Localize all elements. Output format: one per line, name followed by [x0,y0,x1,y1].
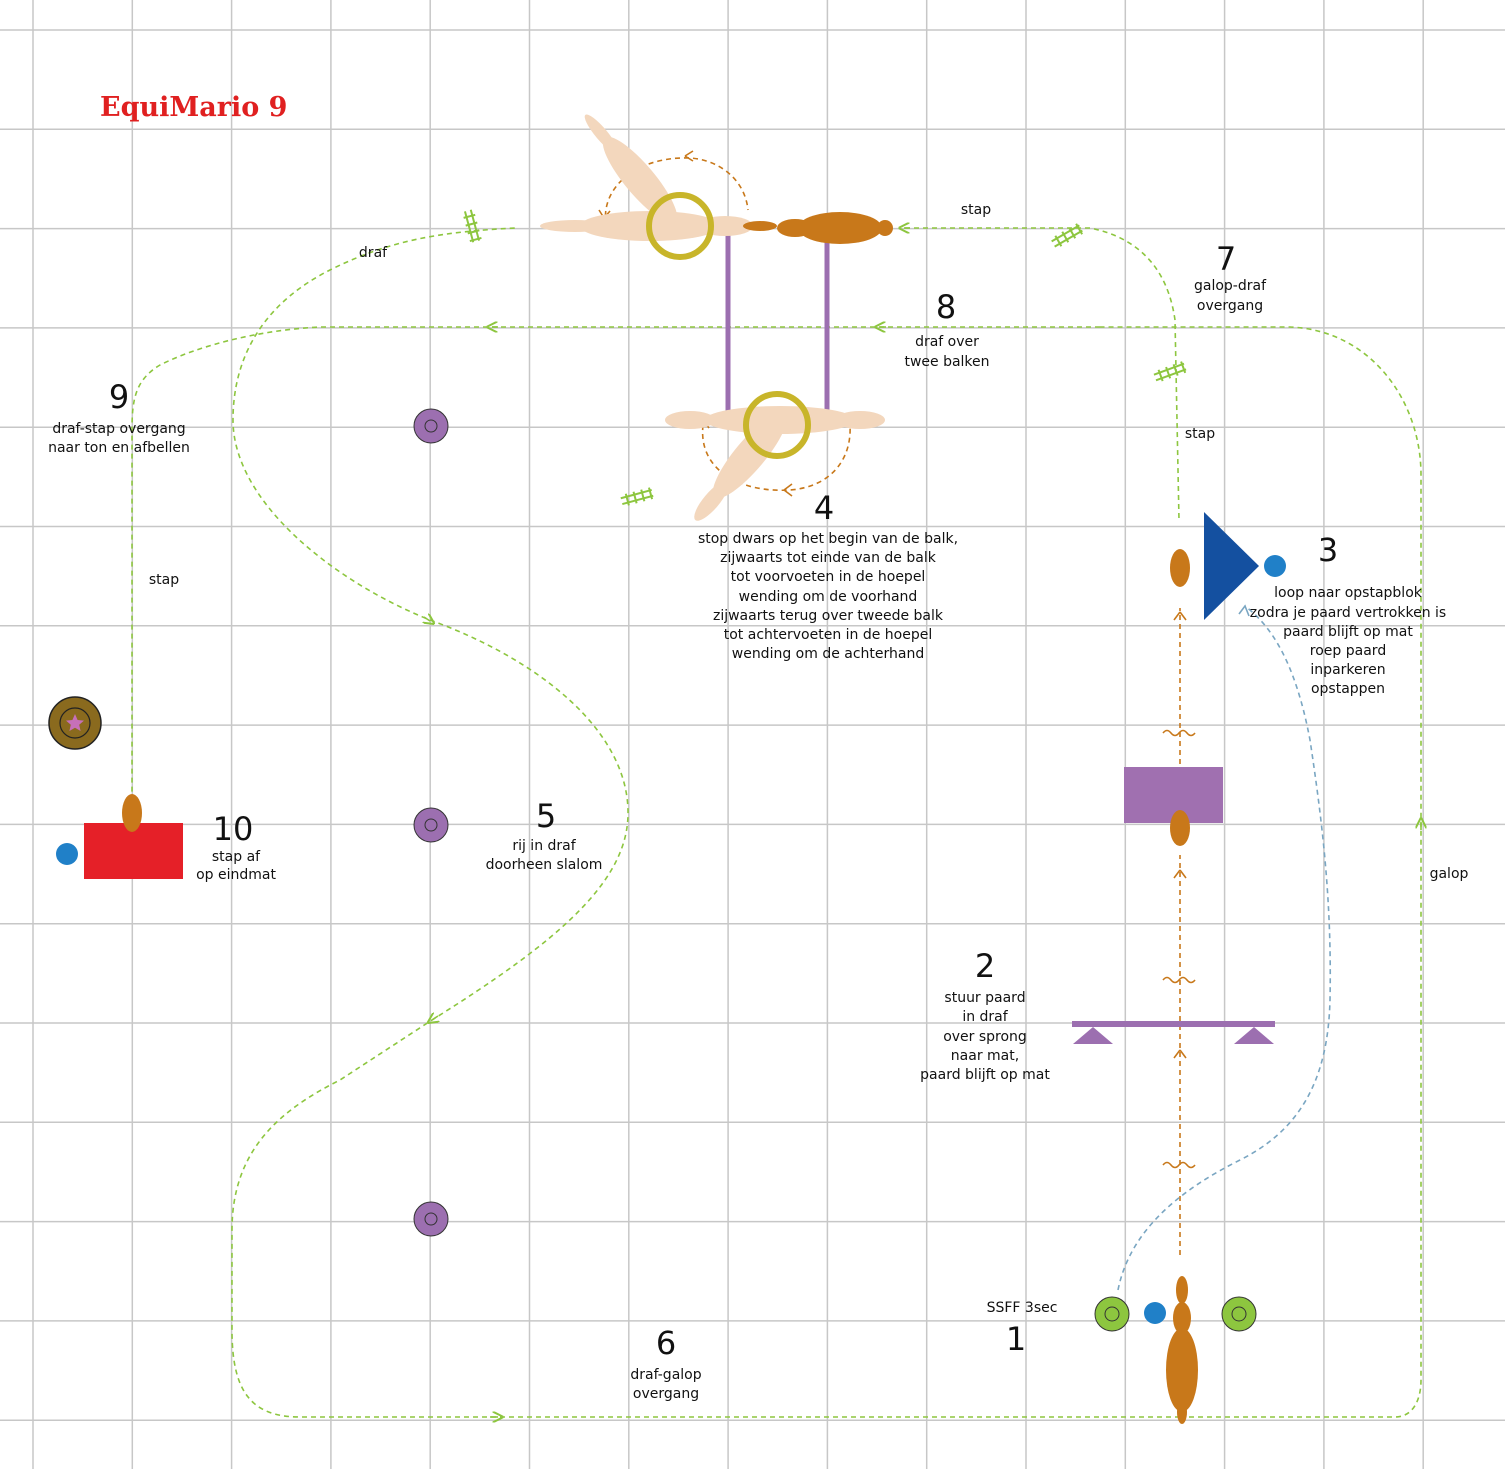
rider-walk-path [1117,605,1332,1291]
svg-text:zijwaarts terug over tweede ba: zijwaarts terug over tweede balk [713,608,944,624]
jump-obstacle [1072,1021,1275,1044]
station-4-text: stop dwars op het begin van de balk, zij… [698,531,958,662]
start-marker-left [1094,1296,1130,1332]
station-4-number: 4 [814,489,834,527]
station-9-number: 9 [109,378,129,416]
svg-text:naar mat,: naar mat, [951,1048,1019,1064]
gait-label-stap-right: stap [1185,426,1215,442]
svg-text:zijwaarts tot einde van de bal: zijwaarts tot einde van de balk [720,550,937,566]
svg-text:tot voorvoeten in de hoepel: tot voorvoeten in de hoepel [731,569,926,585]
svg-text:naar ton en afbellen: naar ton en afbellen [48,440,190,456]
gait-label-stap-top: stap [961,202,991,218]
end-mat [84,823,183,879]
svg-text:doorheen slalom: doorheen slalom [486,857,603,873]
hoop-top [646,192,714,260]
station-10-text: stap af op eindmat [196,849,276,883]
svg-text:op eindmat: op eindmat [196,867,276,883]
gait-label-galop: galop [1430,866,1469,882]
svg-text:in draf: in draf [962,1009,1008,1025]
pole-obstacle [725,228,830,428]
station-1-number: 1 [1006,1320,1026,1358]
svg-text:draf-galop: draf-galop [630,1367,701,1383]
station-3-number: 3 [1318,531,1338,569]
svg-text:loop naar opstapblok: loop naar opstapblok [1274,585,1423,601]
station-5-number: 5 [536,797,556,835]
station-7-number: 7 [1216,240,1236,278]
station-10-number: 10 [213,810,254,848]
svg-text:zodra je paard vertrokken is: zodra je paard vertrokken is [1250,605,1446,621]
svg-text:wending om de achterhand: wending om de achterhand [732,646,925,662]
svg-text:over sprong: over sprong [943,1029,1027,1045]
station-6-text: draf-galop overgang [630,1367,701,1402]
svg-text:overgang: overgang [633,1386,699,1402]
svg-text:draf over: draf over [915,334,979,350]
groundwork-path [598,150,1196,1255]
transition-markers [463,209,1187,506]
svg-text:opstappen: opstappen [1311,681,1385,697]
station-9-text: draf-stap overgang naar ton en afbellen [48,421,190,456]
horse-marker-block [1170,549,1190,587]
mounting-block [1204,512,1259,620]
svg-text:draf-stap overgang: draf-stap overgang [52,421,185,437]
page-title: EquiMario 9 [100,92,287,123]
horse-marker-mat [1170,810,1190,846]
station-2-text: stuur paard in draf over sprong naar mat… [920,990,1050,1083]
stay-mat [1124,767,1223,823]
station-5-text: rij in draf doorheen slalom [486,838,603,873]
svg-text:galop-draf: galop-draf [1194,278,1267,294]
svg-text:wending om de voorhand: wending om de voorhand [739,589,918,605]
station-6-number: 6 [656,1324,676,1362]
station-7-text: galop-draf overgang [1194,278,1267,314]
svg-text:roep paard: roep paard [1310,643,1386,659]
gait-label-stap-left: stap [149,572,179,588]
svg-text:inparkeren: inparkeren [1310,662,1385,678]
handler-dot-end [56,843,78,865]
handler-dot-block [1264,555,1286,577]
barrel [48,696,102,750]
svg-text:paard blijft op mat: paard blijft op mat [920,1067,1050,1083]
svg-text:paard blijft op mat: paard blijft op mat [1283,624,1413,640]
slalom-cone [413,1201,449,1237]
svg-text:overgang: overgang [1197,298,1263,314]
start-marker-right [1221,1296,1257,1332]
svg-text:tot achtervoeten in de hoepel: tot achtervoeten in de hoepel [724,627,933,643]
slalom-cone [413,408,449,444]
station-1-text: SSFF 3sec [987,1300,1058,1316]
svg-text:twee balken: twee balken [904,354,989,370]
svg-text:stop dwars op het begin van de: stop dwars op het begin van de balk, [698,531,958,547]
horse-station-4 [743,212,893,244]
horse-marker-end [122,794,142,832]
svg-text:rij in draf: rij in draf [512,838,576,854]
station-8-text: draf over twee balken [904,334,989,370]
gait-label-draf: draf [359,245,388,261]
horse-ghost-silhouettes [540,114,885,521]
star-icon [66,714,84,731]
handler-dot-start [1144,1302,1166,1324]
station-2-number: 2 [975,947,995,985]
svg-text:stuur paard: stuur paard [944,990,1025,1006]
station-8-number: 8 [936,288,956,326]
hoop-bottom [743,391,811,459]
svg-text:stap af: stap af [212,849,261,865]
station-3-text: loop naar opstapblok zodra je paard vert… [1250,585,1446,697]
horse-start [1166,1276,1198,1424]
slalom-cone [413,807,449,843]
